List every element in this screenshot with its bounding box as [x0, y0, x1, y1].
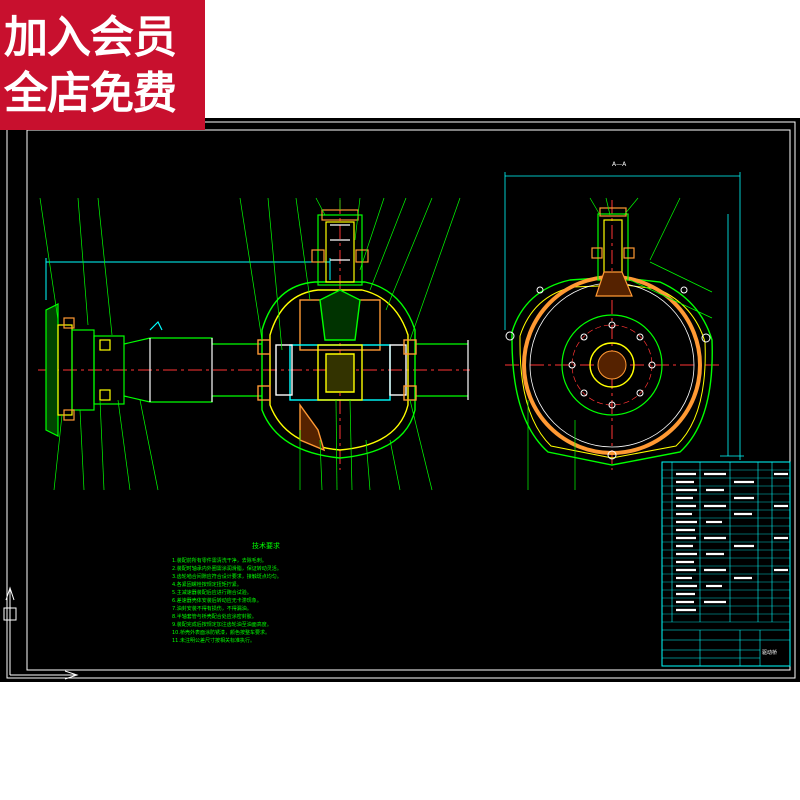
leader-lines-left — [39, 197, 461, 491]
tech-line-2: 2.装配时轴承内外圈需涂润滑脂，保证转动灵活。 — [172, 565, 282, 572]
drawing-background — [0, 118, 800, 682]
tech-line-5: 5.主减速器装配后应进行跑合试验。 — [172, 589, 252, 596]
hub-inner — [597, 350, 627, 380]
section-pinion-housing — [591, 207, 635, 297]
parts-list-entries — [676, 472, 788, 612]
promo-line-1: 加入会员 — [4, 12, 177, 63]
tech-line-11: 11.未注明公差尺寸按相关标准执行。 — [172, 637, 255, 644]
axle-tube-left — [123, 320, 262, 403]
hub-outer — [589, 342, 635, 388]
section-view: A—A — [504, 161, 744, 490]
tech-line-7: 7.油封安装不得有损伤，不得漏油。 — [172, 605, 252, 612]
promo-line-2: 全店免费 — [4, 68, 177, 119]
promo-banner: 加入会员 全店免费 — [0, 0, 205, 130]
leader-lines-right — [527, 197, 713, 490]
section-dimension-lines — [504, 172, 744, 460]
tech-title: 技术要求 — [252, 541, 280, 550]
section-title: A—A — [612, 161, 627, 168]
axle-front-view — [38, 197, 470, 491]
tech-line-1: 1.装配前所有零件需清洗干净，去除毛刺。 — [172, 557, 267, 564]
bolt-circle — [571, 324, 653, 406]
parts-list-rows — [662, 469, 790, 623]
tech-line-4: 4.各紧固螺栓按规定扭矩拧紧。 — [172, 581, 242, 588]
title-block-name: 驱动桥 — [762, 649, 777, 656]
tech-line-10: 10.桥壳外表面涂防锈漆，颜色按整车要求。 — [172, 629, 270, 636]
housing-bolts — [505, 286, 711, 460]
case-bolts — [568, 321, 656, 409]
overall-dimension — [45, 258, 331, 300]
tech-line-6: 6.差速器壳体安装后转动应无卡滞现象。 — [172, 597, 262, 604]
tech-line-9: 9.装配完成后按规定加注齿轮油至油面高度。 — [172, 621, 272, 628]
parts-list-table: 驱动桥 — [661, 461, 791, 667]
differential-case — [561, 314, 663, 416]
differential-housing — [257, 281, 417, 459]
tech-line-3: 3.齿轮啮合间隙应符合设计要求，接触斑点均匀。 — [172, 573, 282, 580]
axle-tube-right — [415, 340, 469, 400]
parts-list-frame — [661, 461, 791, 667]
outer-frame — [6, 121, 796, 679]
technical-requirements: 技术要求 1.装配前所有零件需清洗干净，去除毛刺。 2.装配时轴承内外圈需涂润滑… — [172, 541, 282, 644]
title-block — [662, 629, 790, 666]
wheel-flange — [45, 303, 125, 437]
inner-frame — [26, 129, 791, 671]
ucs-icon — [3, 586, 79, 680]
section-housing — [511, 277, 713, 466]
tech-line-8: 8.半轴套管与桥壳配合处应涂密封胶。 — [172, 613, 257, 620]
